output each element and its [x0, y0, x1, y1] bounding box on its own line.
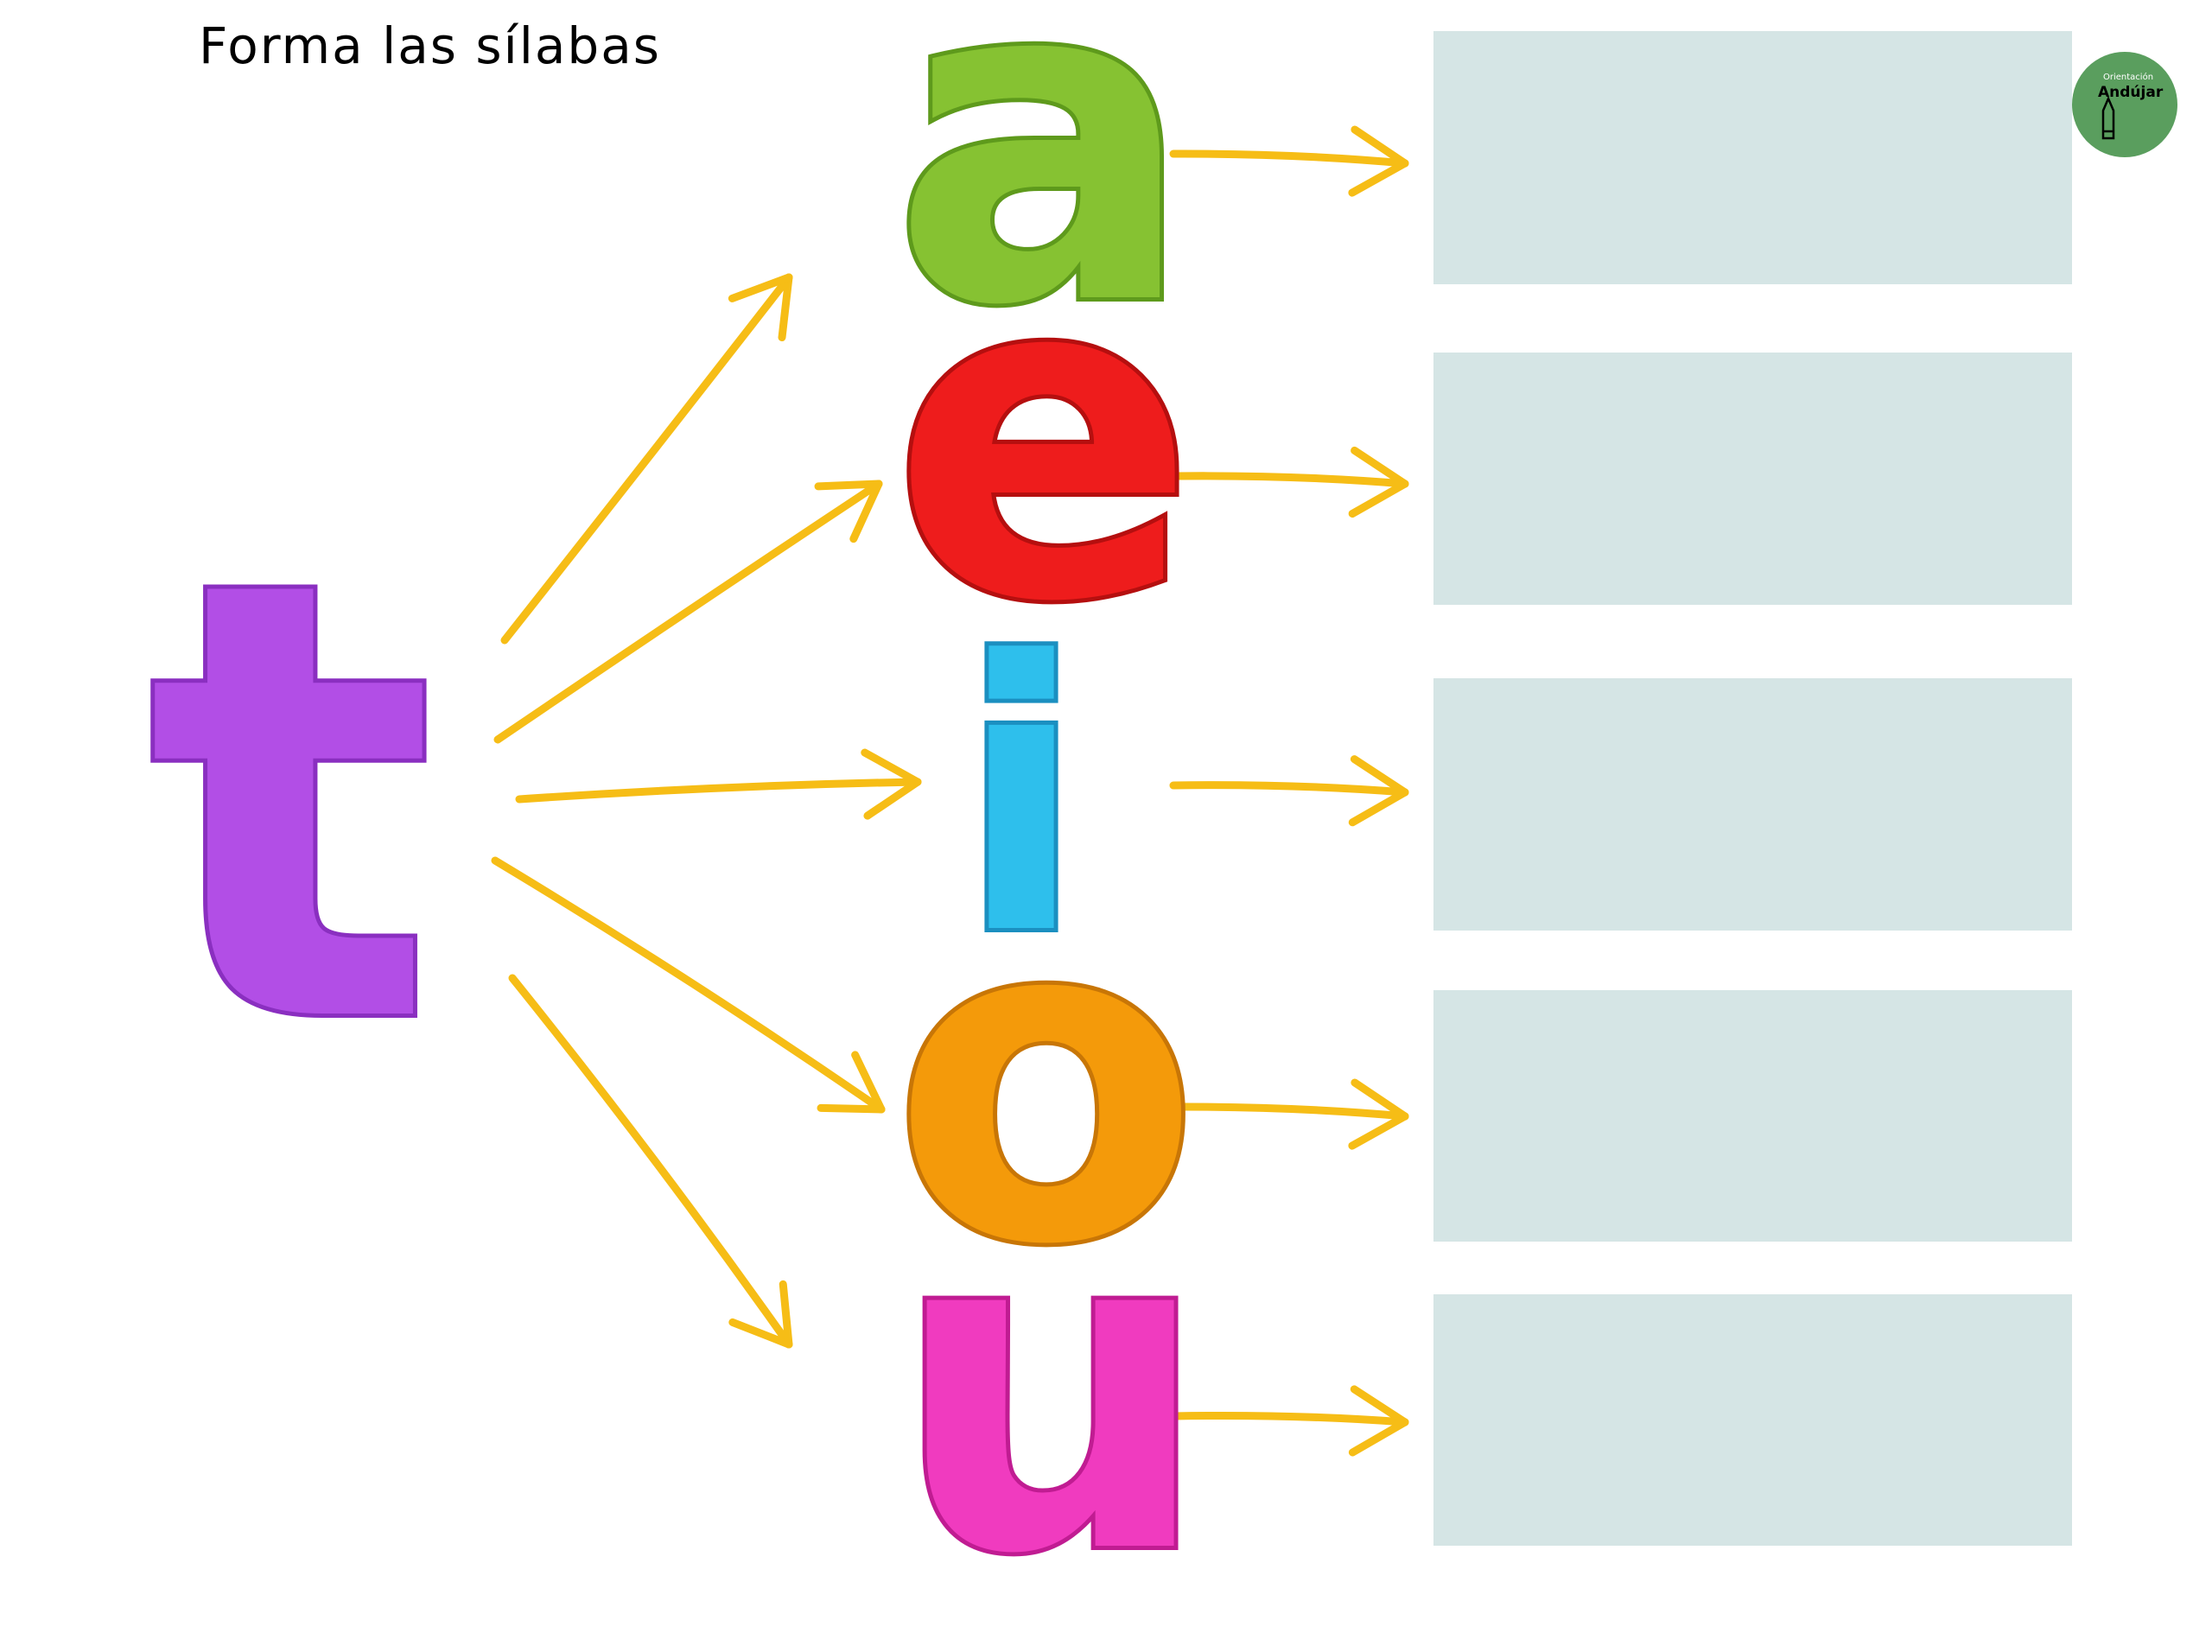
answer-box-4[interactable]: [1433, 990, 2072, 1242]
arrow-u-to-box: [1169, 1385, 1409, 1457]
letter-u: u: [887, 1128, 1216, 1652]
arrow-a-to-box: [1169, 125, 1409, 197]
answer-box-2[interactable]: [1433, 353, 2072, 605]
arrow-t-to-u: [508, 974, 793, 1349]
arrow-e-to-box: [1169, 446, 1409, 518]
arrow-t-to-e: [493, 480, 883, 744]
logo-line-1: Orientación: [2103, 73, 2154, 82]
logo-line-2: Andújar: [2098, 84, 2164, 101]
arrows-artwork: [491, 125, 1409, 1457]
orientacion-andujar-logo: Orientación Andújar: [2072, 52, 2177, 157]
arrow-i-to-box: [1169, 755, 1409, 827]
answer-box-1[interactable]: [1433, 31, 2072, 284]
arrow-t-to-o: [491, 856, 886, 1114]
page-title: Forma las sílabas: [199, 16, 661, 75]
pencil-icon: [2101, 95, 2115, 140]
letter-e: e: [887, 176, 1201, 700]
letter-t: t: [143, 453, 441, 1157]
answer-box-3[interactable]: [1433, 678, 2072, 931]
answer-box-5[interactable]: [1433, 1294, 2072, 1546]
arrow-t-to-i: [515, 748, 922, 820]
arrow-o-to-box: [1169, 1078, 1409, 1150]
arrow-t-to-a: [500, 273, 793, 645]
